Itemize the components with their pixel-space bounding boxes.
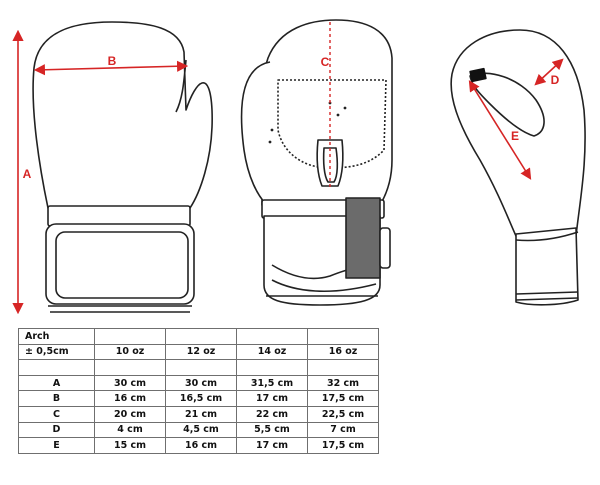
table-cell: 20 cm [94,405,166,423]
table-cell: 17,5 cm [307,437,379,454]
glove-dimension-diagram: A B C D E [12,19,586,315]
table-cell: 30 cm [165,374,237,392]
glove-side-view [450,29,586,306]
table-cell: 16 oz [307,343,379,361]
table-cell: 7 cm [307,421,379,439]
table-cell: B [18,390,95,407]
label-a: A [23,167,32,181]
table-cell: 31,5 cm [236,374,308,392]
table-cell: 22,5 cm [307,405,379,423]
table-cell: 21 cm [165,405,237,423]
table-cell [94,328,166,345]
label-e: E [511,129,519,143]
table-cell [307,328,379,345]
table-row: C 20 cm 21 cm 22 cm 22,5 cm [18,405,379,423]
table-cell: 30 cm [94,374,166,392]
table-cell: 22 cm [236,405,308,423]
table-cell: 17 cm [236,390,308,407]
table-cell: E [18,437,95,454]
label-d: D [551,73,560,87]
table-cell: C [18,405,95,423]
glove-palm-view [240,19,393,306]
table-cell: Arch [18,328,95,345]
table-spacer-row [18,359,379,376]
size-table: Arch ± 0,5cm 10 oz 12 oz 14 oz 16 oz A 3… [18,328,379,454]
table-cell: 15 cm [94,437,166,454]
table-cell: 16 cm [94,390,166,407]
table-cell: 12 oz [165,343,237,361]
table-cell: 17 cm [236,437,308,454]
dimension-b: B [33,54,189,76]
table-cell: 10 oz [94,343,166,361]
dimension-a: A [12,29,32,315]
table-cell: 16 cm [165,437,237,454]
table-cell: 14 oz [236,343,308,361]
table-cell: A [18,374,95,392]
table-row: D 4 cm 4,5 cm 5,5 cm 7 cm [18,421,379,439]
table-cell: 4,5 cm [165,421,237,439]
table-cell: ± 0,5cm [18,343,95,361]
dimension-d: D [534,58,564,87]
table-row: E 15 cm 16 cm 17 cm 17,5 cm [18,437,379,454]
label-b: B [108,54,117,68]
table-cell: 32 cm [307,374,379,392]
table-cell [165,328,237,345]
table-cell: 4 cm [94,421,166,439]
table-header-row: Arch [18,328,379,345]
table-row: B 16 cm 16,5 cm 17 cm 17,5 cm [18,390,379,407]
table-cell: D [18,421,95,439]
table-cell: 5,5 cm [236,421,308,439]
label-c: C [321,55,330,69]
table-cell: 16,5 cm [165,390,237,407]
dimension-c: C [321,22,331,188]
table-cell: 17,5 cm [307,390,379,407]
table-header-row: ± 0,5cm 10 oz 12 oz 14 oz 16 oz [18,343,379,361]
dimension-e: E [468,80,532,180]
table-row: A 30 cm 30 cm 31,5 cm 32 cm [18,374,379,392]
table-cell [236,328,308,345]
